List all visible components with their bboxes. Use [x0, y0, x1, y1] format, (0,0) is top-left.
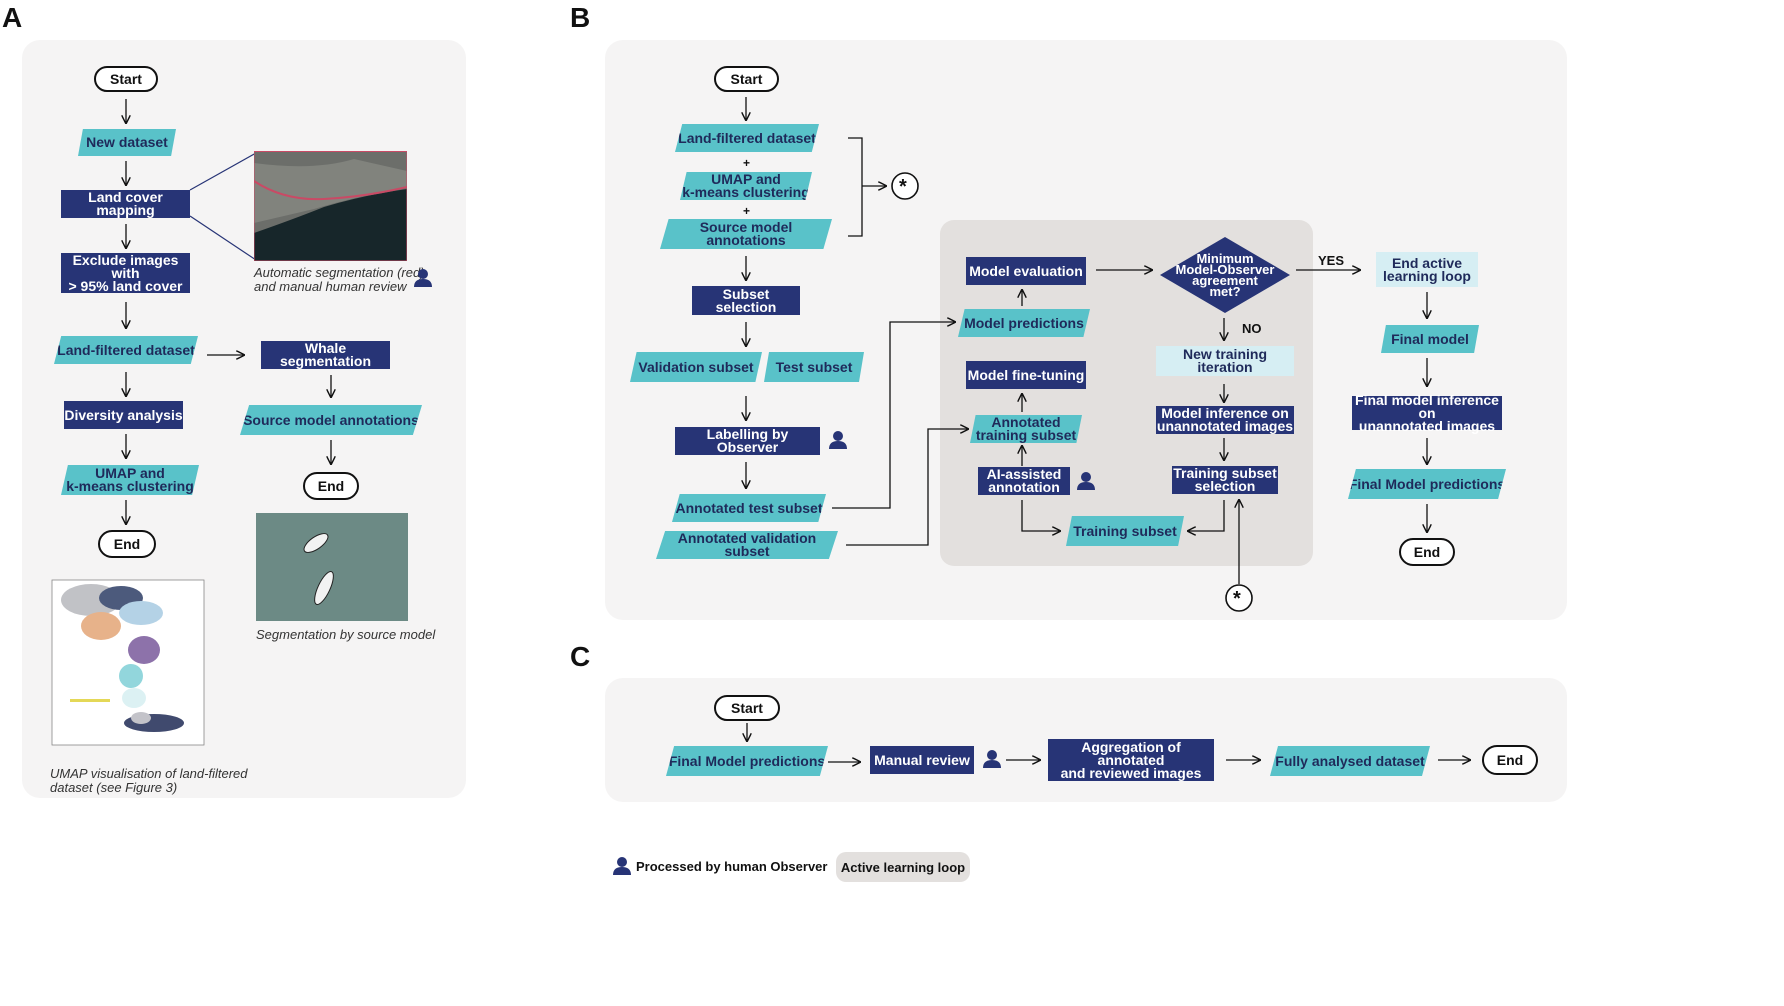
- a-source-model-annotations-node: Source model annotations: [240, 405, 422, 435]
- b-start-node: Start: [714, 66, 779, 92]
- b-end-node: End: [1399, 538, 1455, 566]
- satellite-land-image: [254, 151, 407, 261]
- panel-label-c: C: [570, 641, 591, 672]
- b-training-subset-selection-node: Training subset selection: [1172, 465, 1278, 494]
- a-diversity-analysis-node: Diversity analysis: [64, 401, 183, 429]
- b-model-inference-node: Model inference on unannotated images: [1156, 405, 1294, 434]
- b-new-training-iteration-node: New training iteration: [1156, 346, 1294, 376]
- b-annotated-training-subset-node: Annotated training subset: [970, 415, 1082, 443]
- c-fully-analysed-dataset-node: Fully analysed dataset: [1270, 746, 1430, 776]
- caption-umap: UMAP visualisation of land-filtered data…: [50, 766, 248, 795]
- c-final-model-predictions-node: Final Model predictions: [666, 746, 828, 776]
- panel-label-b: B: [570, 2, 591, 33]
- b-training-subset-node: Training subset: [1066, 516, 1184, 546]
- b-validation-subset-node: Validation subset: [630, 352, 762, 382]
- b-subset-selection-node: Subset selection: [692, 286, 800, 315]
- umap-plot-image: [51, 579, 205, 746]
- b-plus-1: +: [743, 156, 751, 170]
- person-icon: [983, 750, 1001, 768]
- c-manual-review-node: Manual review: [870, 746, 974, 774]
- a-new-dataset-node: New dataset: [78, 129, 176, 156]
- caption-source-model: Segmentation by source model: [256, 627, 436, 642]
- person-icon: [414, 269, 432, 287]
- b-source-model-annotations-node: Source model annotations: [660, 219, 832, 249]
- legend-observer-label: Processed by human Observer: [636, 859, 828, 874]
- b-test-subset-node: Test subset: [764, 352, 864, 382]
- panel-label-a: A: [2, 2, 23, 33]
- b-umap-clustering-node: UMAP and k-means clustering: [680, 172, 812, 200]
- legend-person-icon: [613, 857, 631, 875]
- b-annotated-validation-subset-node: Annotated validation subset: [656, 531, 838, 559]
- c-aggregation-node: Aggregation of annotated and reviewed im…: [1048, 739, 1214, 781]
- decision-diamond-shape: [1160, 237, 1290, 313]
- b-decision-agreement-node: Minimum Model-Observer agreement met?: [1175, 251, 1275, 299]
- a-umap-clustering-node: UMAP and k-means clustering: [61, 465, 199, 495]
- c-end-node: End: [1482, 745, 1538, 775]
- b-land-filtered-dataset-node: Land-filtered dataset: [675, 124, 819, 152]
- a-land-filtered-dataset-node: Land-filtered dataset: [54, 336, 198, 364]
- b-end-active-loop-node: End active learning loop: [1376, 252, 1478, 287]
- a-end-node: End: [98, 530, 156, 558]
- caption-segmentation-review: Automatic segmentation (red) and manual …: [254, 265, 425, 294]
- b-star-symbol-1: *: [899, 176, 907, 198]
- c-start-node: Start: [714, 695, 780, 721]
- b-final-model-inference-node: Final model inference on unannotated ima…: [1352, 393, 1502, 433]
- b-star-symbol-2: *: [1233, 588, 1241, 610]
- b-ai-assisted-annotation-node: AI-assisted annotation: [978, 467, 1070, 495]
- a-exclude-images-node: Exclude images with > 95% land cover: [61, 253, 190, 293]
- a-end-node-2: End: [303, 472, 359, 500]
- person-icon: [829, 431, 847, 449]
- a-whale-segmentation-node: Whale segmentation: [261, 341, 390, 369]
- b-plus-2: +: [743, 204, 751, 218]
- a-start-node: Start: [94, 66, 158, 92]
- b-final-model-predictions-node: Final Model predictions: [1348, 469, 1506, 499]
- b-no-label: NO: [1242, 321, 1262, 336]
- legend-active-learning-loop: Active learning loop: [836, 852, 970, 882]
- b-labelling-by-observer-node: Labelling by Observer: [675, 427, 820, 455]
- b-final-model-node: Final model: [1381, 325, 1479, 353]
- a-land-cover-mapping-node: Land cover mapping: [61, 190, 190, 218]
- b-model-evaluation-node: Model evaluation: [966, 257, 1086, 285]
- b-yes-label: YES: [1318, 253, 1345, 268]
- b-annotated-test-subset-node: Annotated test subset: [672, 494, 826, 522]
- whale-segmentation-image: [256, 513, 408, 621]
- b-model-predictions-node: Model predictions: [958, 309, 1090, 337]
- person-icon: [1077, 472, 1095, 490]
- b-model-fine-tuning-node: Model fine-tuning: [966, 361, 1086, 389]
